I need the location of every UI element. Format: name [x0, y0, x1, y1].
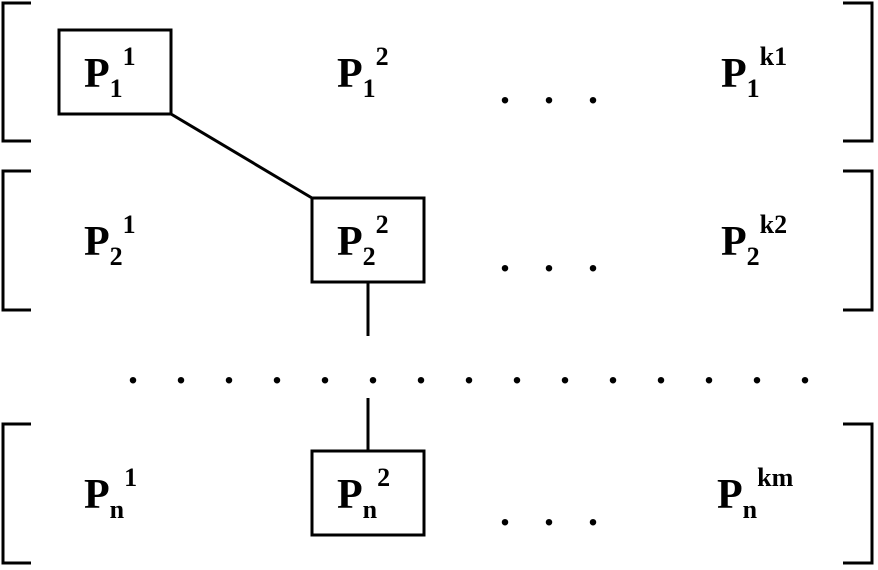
- term-p1-k1: P1 k1: [721, 44, 787, 102]
- term-base: P: [337, 51, 363, 97]
- term-subscript: 2: [109, 242, 123, 271]
- term-subscript: 2: [362, 242, 376, 271]
- right-bracket-row-1: [843, 1, 874, 143]
- term-base: P: [337, 219, 363, 265]
- term-superscript: k1: [759, 42, 788, 71]
- connector-p1-1-to-p2-2: [170, 112, 313, 200]
- term-pn-km: Pn km: [717, 465, 793, 523]
- right-bracket-row-n: [843, 422, 874, 565]
- box-p1-1: [57, 28, 173, 116]
- term-pn-1: Pn 1: [84, 465, 137, 523]
- term-superscript: 2: [375, 210, 389, 239]
- term-base: P: [717, 472, 743, 518]
- term-subscript: 1: [746, 74, 760, 103]
- term-subscript: n: [742, 495, 758, 524]
- left-bracket-row-1: [1, 1, 31, 143]
- ellipsis-row-1: . . .: [500, 67, 610, 112]
- term-base: P: [721, 219, 747, 265]
- term-subscript: 1: [362, 74, 376, 103]
- term-base: P: [84, 51, 110, 97]
- ellipsis-row-2: . . .: [500, 235, 610, 280]
- term-base: P: [337, 472, 363, 518]
- term-p2-k2: P2 k2: [721, 212, 787, 270]
- term-base: P: [84, 472, 110, 518]
- term-subscript: n: [362, 495, 378, 524]
- term-superscript: 2: [377, 463, 391, 492]
- ellipsis-row-n: . . .: [500, 489, 610, 534]
- term-superscript: 1: [124, 463, 138, 492]
- term-p2-2: P2 2: [337, 212, 389, 270]
- ellipsis-middle: . . . . . . . . . . . . . . .: [128, 347, 824, 392]
- term-subscript: n: [109, 495, 125, 524]
- term-pn-2: Pn 2: [337, 465, 390, 523]
- term-base: P: [84, 219, 110, 265]
- term-subscript: 2: [746, 242, 760, 271]
- term-subscript: 1: [109, 74, 123, 103]
- term-p2-1: P2 1: [84, 212, 136, 270]
- term-superscript: 1: [122, 42, 136, 71]
- term-superscript: k2: [759, 210, 788, 239]
- term-base: P: [721, 51, 747, 97]
- term-superscript: 2: [375, 42, 389, 71]
- term-p1-1: P1 1: [84, 44, 136, 102]
- right-bracket-row-2: [843, 169, 874, 312]
- left-bracket-row-2: [1, 169, 31, 312]
- term-superscript: 1: [122, 210, 136, 239]
- term-p1-2: P1 2: [337, 44, 389, 102]
- term-superscript: km: [757, 463, 794, 492]
- left-bracket-row-n: [1, 422, 31, 565]
